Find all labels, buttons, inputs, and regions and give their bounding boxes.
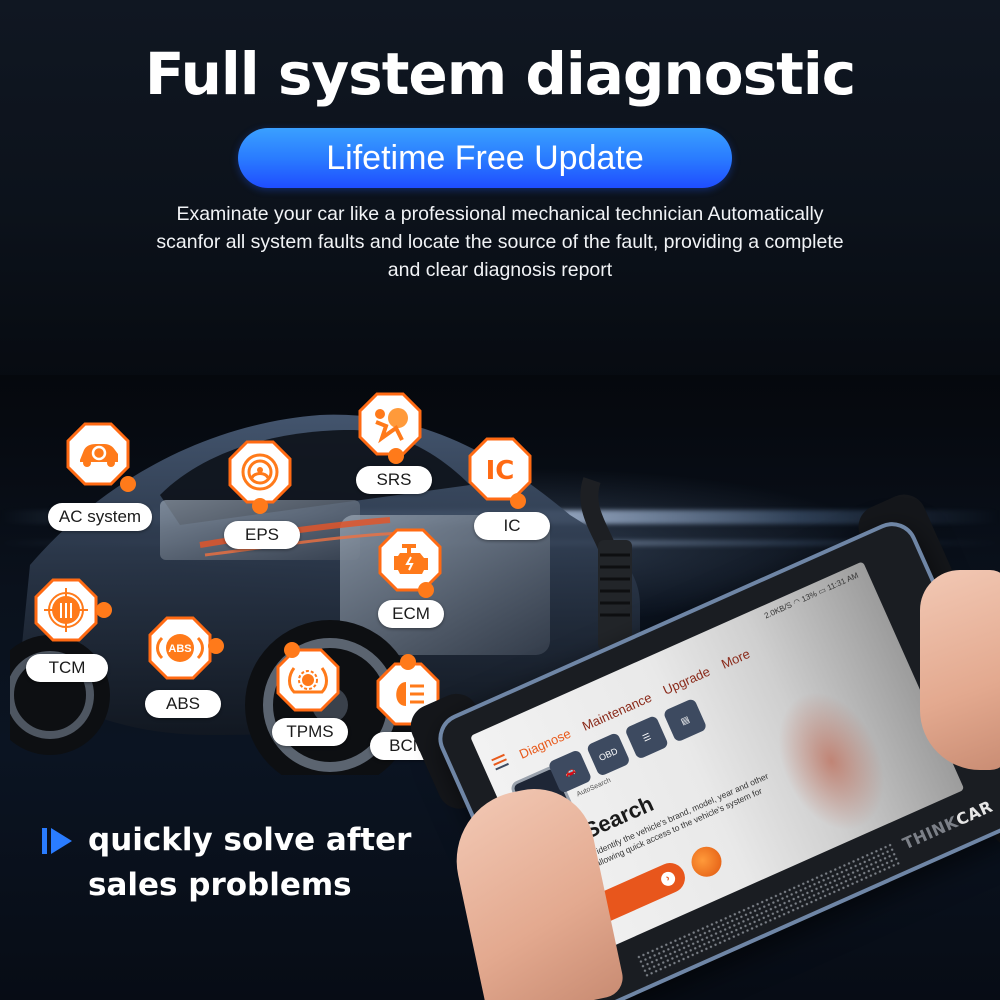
description-line: scanfor all system faults and locate the…: [156, 231, 844, 253]
tire-pressure-icon: [276, 648, 340, 712]
connector-dot: [252, 498, 268, 514]
connector-dot: [418, 582, 434, 598]
abs-brake-icon: ABS: [148, 616, 212, 680]
tagline-line-1: quickly solve after: [88, 822, 412, 858]
play-bar-icon: [42, 828, 72, 854]
right-hand: [920, 570, 1000, 770]
abs-badge: ABS: [148, 616, 224, 680]
eps-badge: [228, 440, 292, 514]
clock: 11:31 AM: [825, 570, 860, 593]
tagline-line-2: sales problems: [88, 867, 352, 903]
description-line: and clear diagnosis report: [387, 259, 613, 281]
srs-badge: [358, 392, 422, 464]
svg-text:IC: IC: [486, 456, 515, 486]
label-srs: SRS: [356, 466, 432, 494]
label-ic: IC: [474, 512, 550, 540]
chevron-right-icon: ›: [658, 869, 678, 889]
lifetime-update-badge: Lifetime Free Update: [238, 128, 732, 188]
label-ecm: ECM: [378, 600, 444, 628]
obd-icon[interactable]: OBD: [585, 731, 631, 777]
header-background: [0, 0, 1000, 380]
connector-dot: [510, 493, 526, 509]
tcm-badge: [34, 578, 112, 642]
tagline: quickly solve after sales problems: [42, 818, 462, 908]
connector-dot: [388, 448, 404, 464]
tab-upgrade[interactable]: Upgrade: [660, 663, 713, 698]
label-tcm: TCM: [26, 654, 108, 682]
list-icon[interactable]: ☰: [624, 714, 670, 760]
connector-dot: [400, 654, 416, 670]
connector-dot: [120, 476, 136, 492]
connector-dot: [284, 642, 300, 658]
battery-level: 13%: [800, 589, 819, 604]
label-eps: EPS: [224, 521, 300, 549]
ic-badge: IC: [468, 437, 532, 509]
description: Examinate your car like a professional m…: [60, 200, 940, 284]
engine-icon: [378, 528, 442, 592]
connector-dot: [208, 638, 224, 654]
tab-more[interactable]: More: [718, 646, 753, 672]
ac-system-badge: [66, 422, 136, 492]
connector-dot: [96, 602, 112, 618]
ecm-badge: [378, 528, 442, 598]
obd-shortcut-button[interactable]: [686, 841, 727, 882]
description-line: Examinate your car like a professional m…: [176, 203, 824, 225]
obd-cable: [580, 477, 632, 670]
label-ac-system: AC system: [48, 503, 152, 531]
svg-text:ABS: ABS: [168, 643, 191, 655]
transmission-target-icon: [34, 578, 98, 642]
steering-wheel-icon: [228, 440, 292, 504]
tpms-badge: [276, 642, 340, 712]
airbag-icon: [358, 392, 422, 456]
status-bar: 2.0KB/S ◠ 13% ▭ 11:31 AM: [763, 571, 860, 621]
network-speed: 2.0KB/S: [762, 600, 794, 621]
label-tpms: TPMS: [272, 718, 348, 746]
label-abs: ABS: [145, 690, 221, 718]
menu-icon[interactable]: [491, 753, 509, 771]
car-ac-icon: [66, 422, 130, 486]
ic-text-icon: IC: [468, 437, 532, 501]
report-icon[interactable]: ▤: [662, 697, 708, 743]
page-title: Full system diagnostic: [144, 40, 856, 108]
